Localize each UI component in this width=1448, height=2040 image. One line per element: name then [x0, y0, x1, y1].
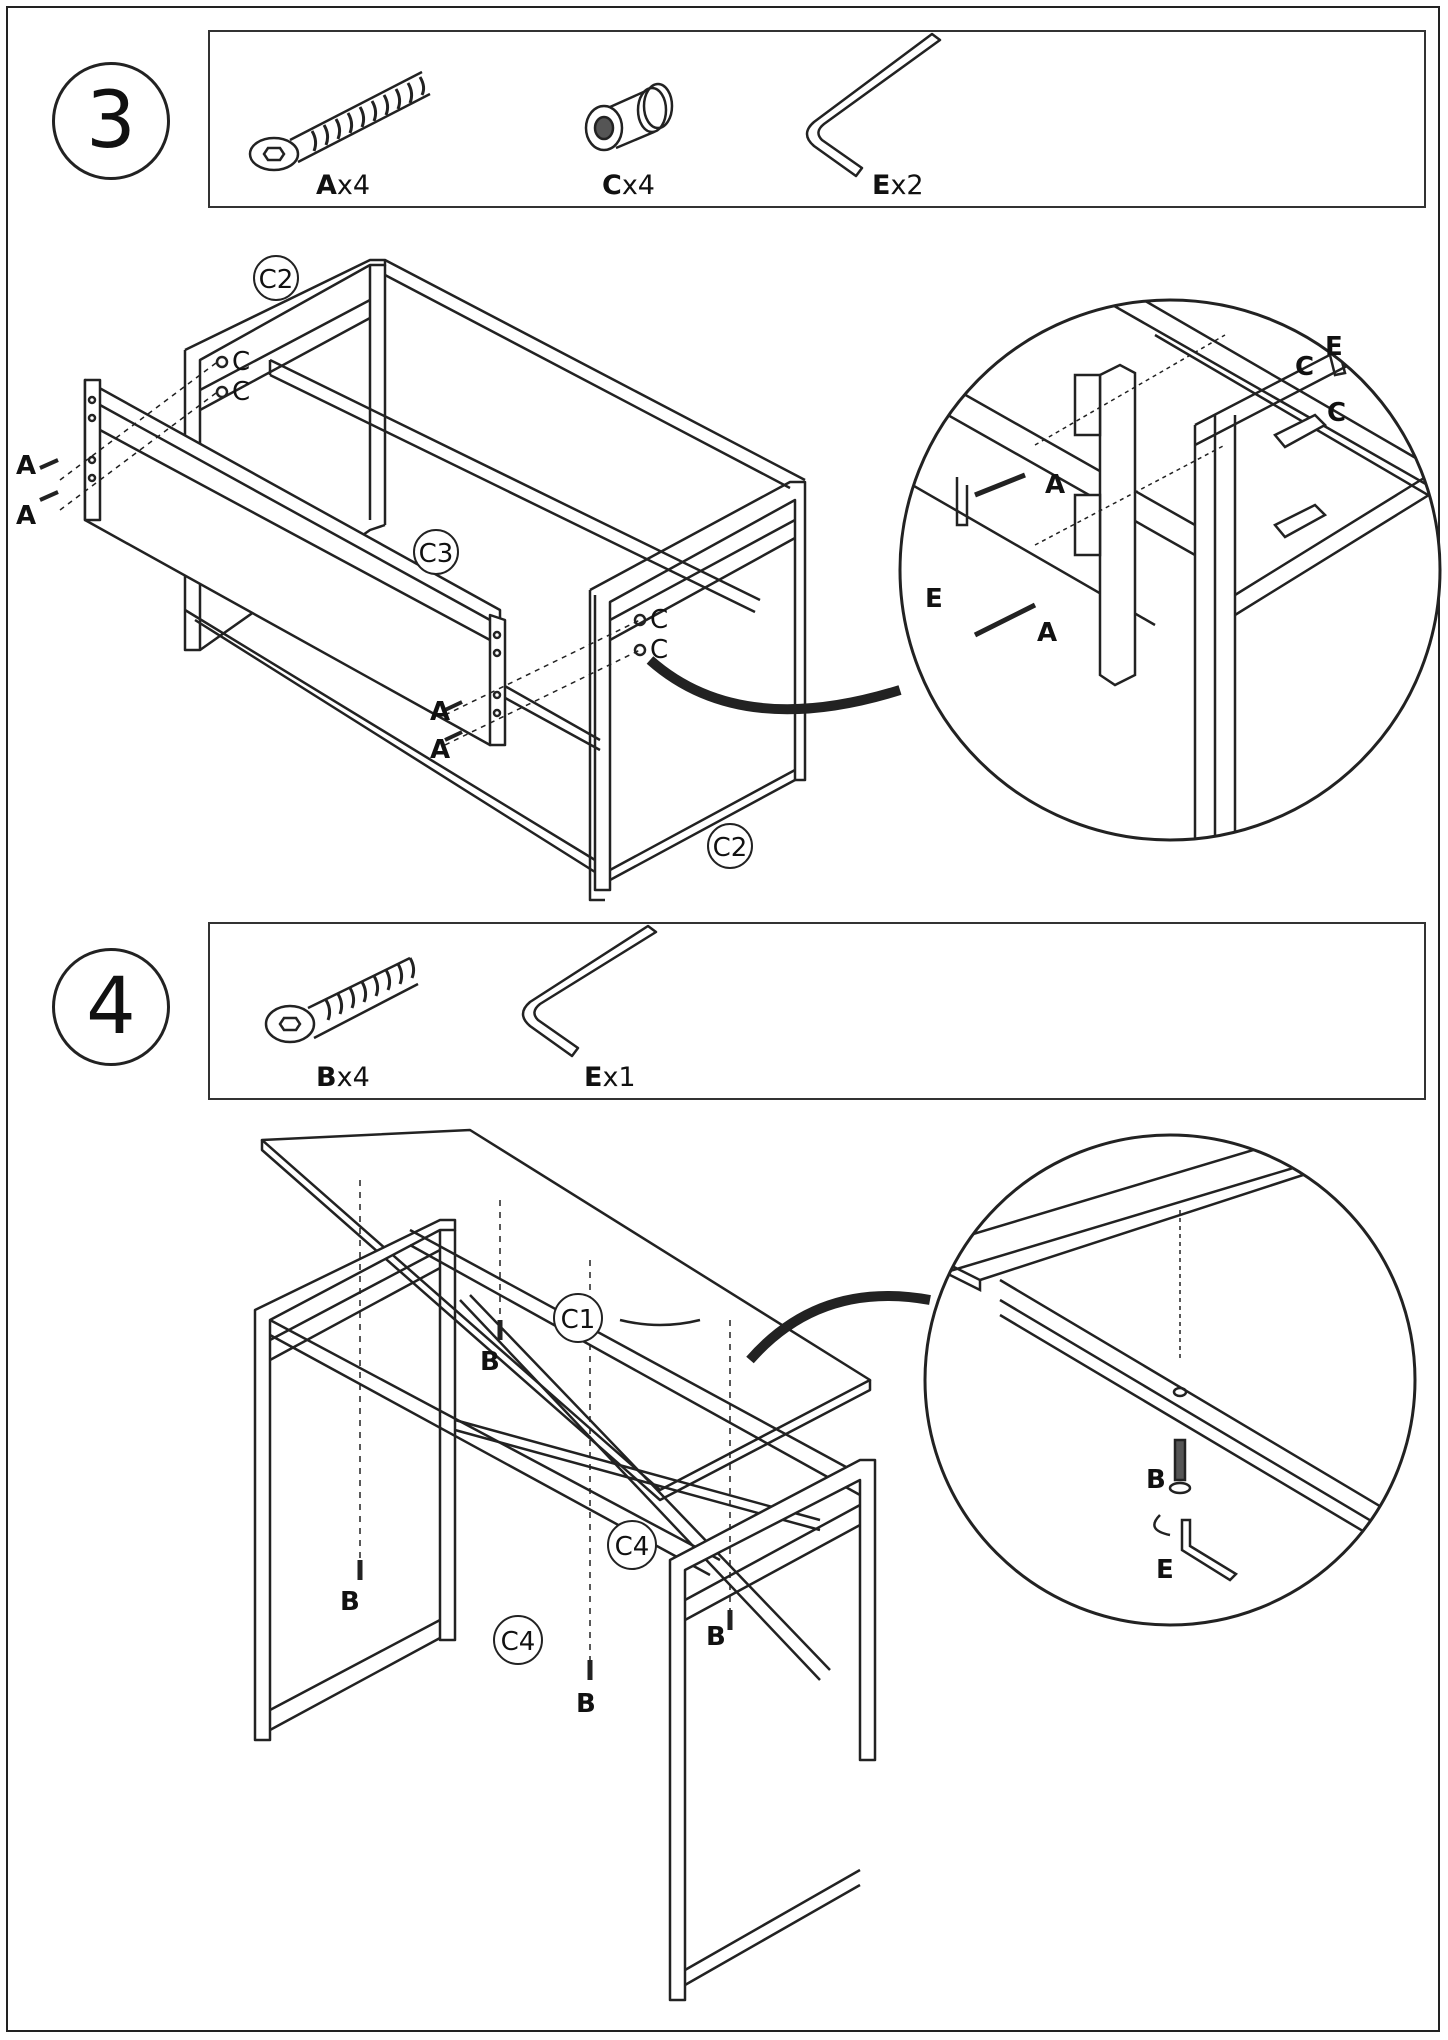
- callout-c2-back: C2: [259, 265, 294, 295]
- callout-a-4: A: [430, 735, 450, 765]
- part-label-c: Cx4: [602, 170, 655, 201]
- callout-c2-front: C2: [713, 833, 748, 863]
- callout-a-2: A: [16, 501, 36, 531]
- part-label-e-step4: Ex1: [584, 1062, 636, 1093]
- detail-callout-a-2: A: [1037, 618, 1057, 648]
- detail-callout-c-2: C: [1327, 398, 1346, 428]
- step3-detail-view: E C C A A E: [898, 298, 1442, 842]
- barrel-nut-icon: [584, 82, 674, 152]
- step-number-4: 4: [52, 948, 170, 1066]
- part-label-a: Ax4: [316, 170, 371, 201]
- part-label-e: Ex2: [872, 170, 924, 201]
- callout-c-1: C: [232, 347, 250, 377]
- callout-c3: C3: [419, 539, 454, 569]
- callout-c-3: C: [650, 605, 668, 635]
- allen-key-icon: [521, 924, 658, 1058]
- callout-b-2: B: [480, 1347, 500, 1377]
- detail-callout-a-1: A: [1045, 470, 1065, 500]
- callout-c-2: C: [232, 377, 250, 407]
- step-number-3: 3: [52, 62, 170, 180]
- detail-callout-e-2: E: [925, 584, 943, 614]
- part-label-b: Bx4: [316, 1062, 370, 1093]
- callout-b-4: B: [706, 1622, 726, 1652]
- step3-frame-illustration: C2 C3 C2 C C C C A A A A: [16, 255, 902, 902]
- step4-detail-view: B E: [923, 1133, 1417, 1627]
- parts-box-step3: Ax4 Cx4 Ex2: [208, 30, 1426, 208]
- callout-c4-1: C4: [615, 1532, 650, 1562]
- detail-callout-b: B: [1146, 1465, 1166, 1495]
- callout-a-3: A: [430, 697, 450, 727]
- callout-b-1: B: [340, 1587, 360, 1617]
- detail-callout-e-1: E: [1325, 332, 1343, 362]
- callout-a-1: A: [16, 451, 36, 481]
- callout-b-3: B: [576, 1689, 596, 1719]
- detail-callout-c-1: C: [1295, 352, 1314, 382]
- screw-icon: [264, 956, 419, 1044]
- detail-callout-e: E: [1156, 1555, 1174, 1585]
- page-frame: [6, 6, 1440, 2032]
- callout-c4-2: C4: [501, 1627, 536, 1657]
- callout-c1: C1: [561, 1305, 596, 1335]
- screw-icon: [248, 70, 431, 172]
- parts-box-step4: Bx4 Ex1: [208, 922, 1426, 1100]
- callout-c-4: C: [650, 635, 668, 665]
- allen-key-icon: [805, 32, 942, 178]
- step4-desk-illustration: C1 C4 C4 B B B B: [253, 1128, 931, 2002]
